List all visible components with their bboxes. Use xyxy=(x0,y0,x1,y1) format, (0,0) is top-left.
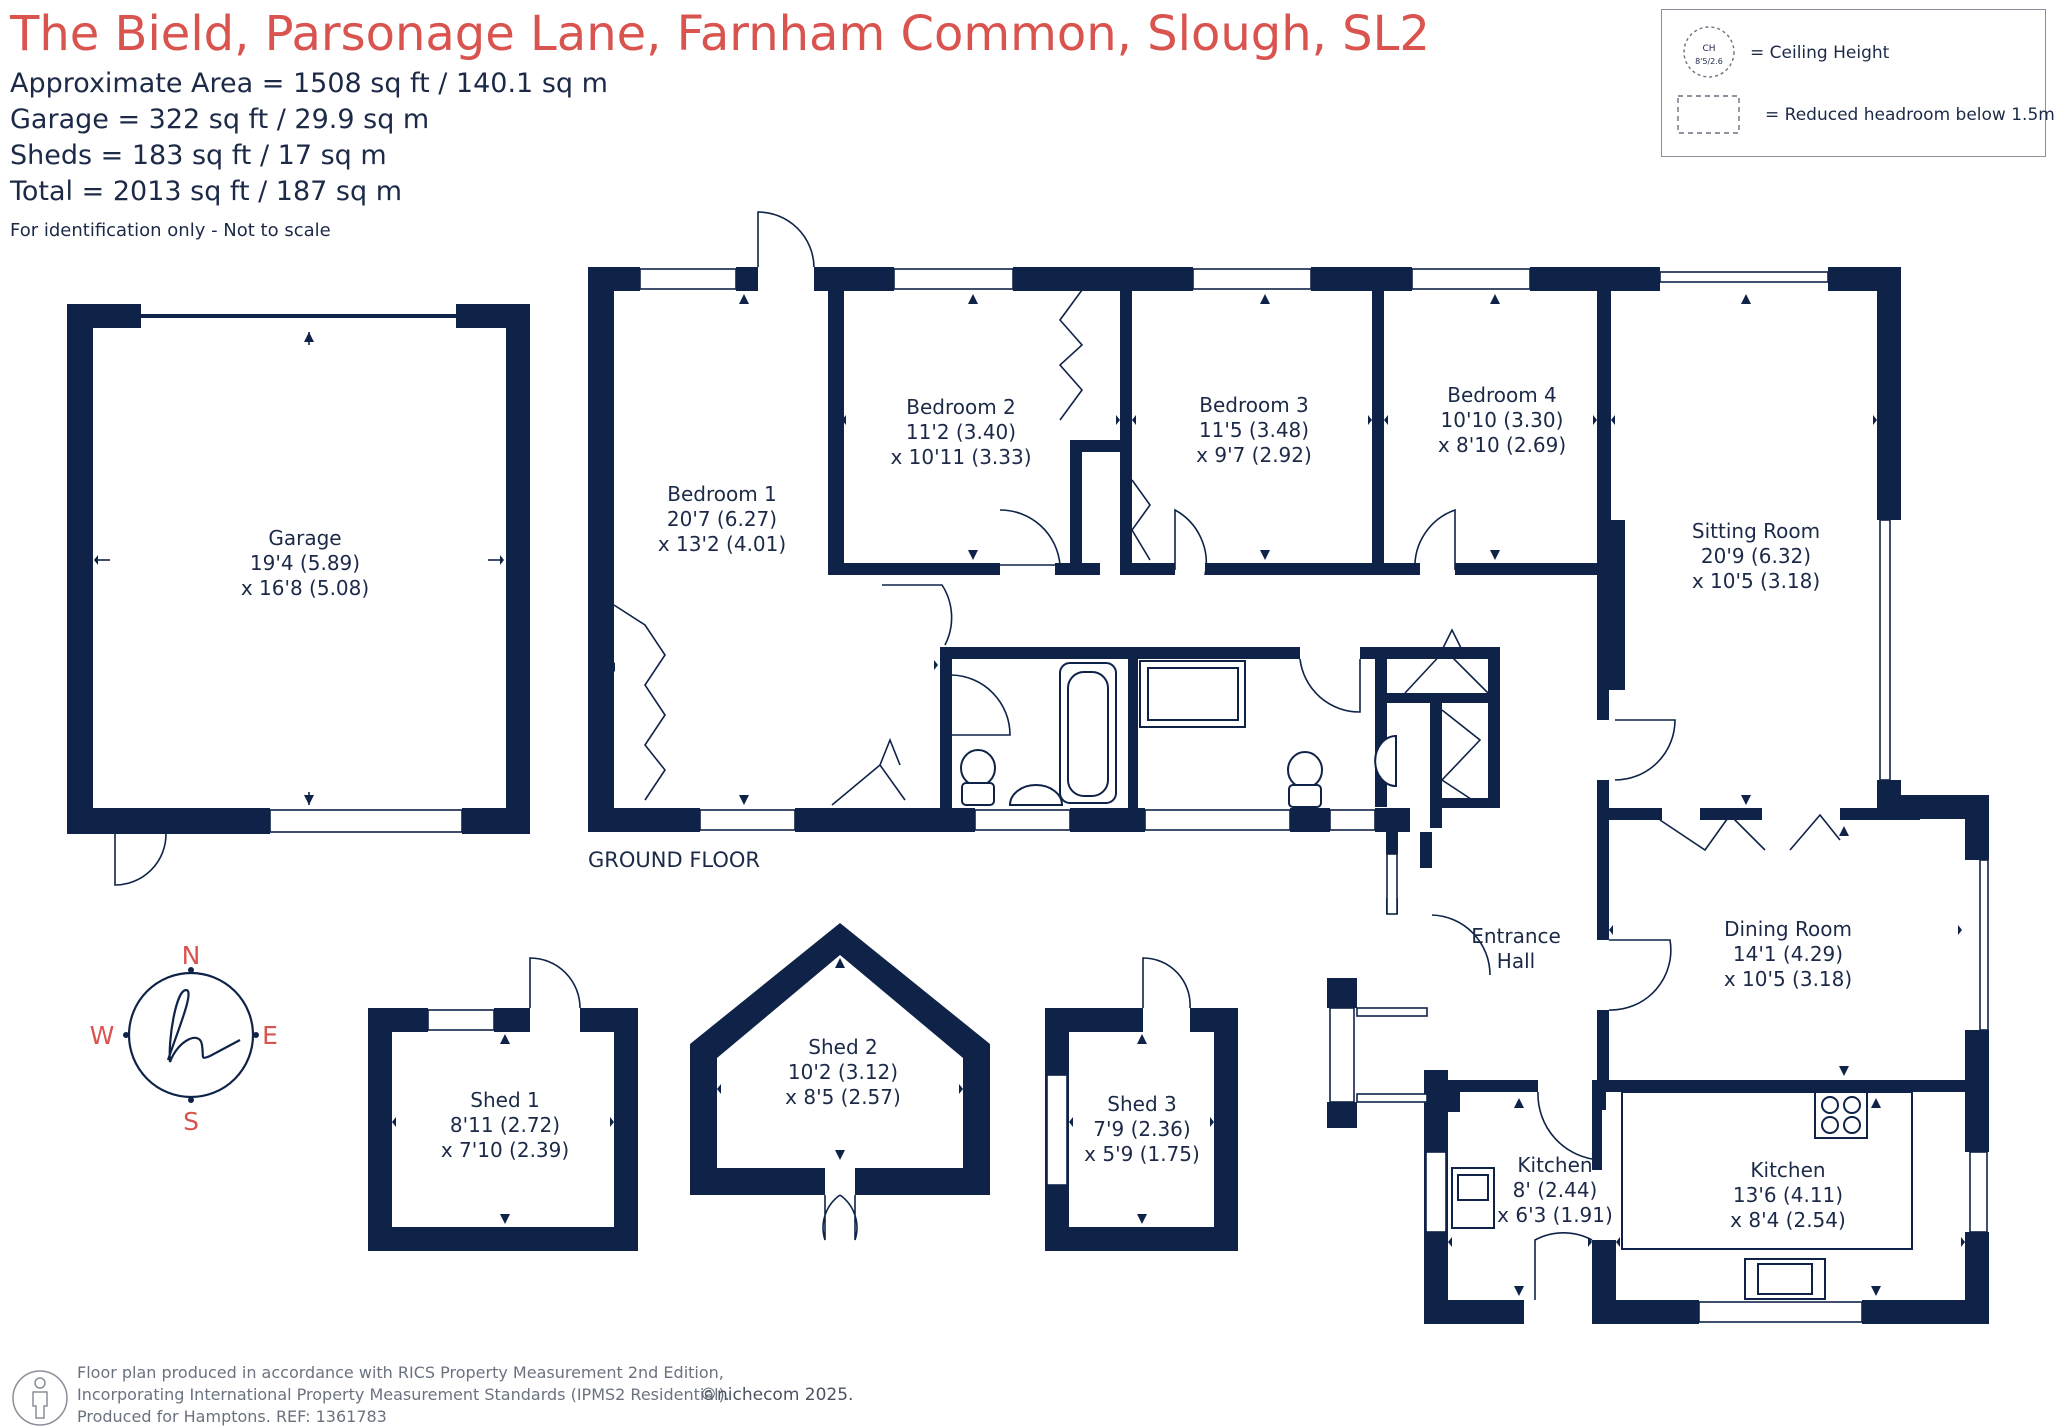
scale-note: For identification only - Not to scale xyxy=(10,220,331,241)
bedroom4-name: Bedroom 4 xyxy=(1447,383,1557,407)
person-icon xyxy=(12,1370,68,1426)
room-label-bedroom3: Bedroom 3 11'5 (3.48) x 9'7 (2.92) xyxy=(1196,393,1312,467)
compass-e: E xyxy=(262,1021,278,1050)
bedroom1-dim-2: x 13'2 (4.01) xyxy=(658,532,786,556)
compass-s: S xyxy=(183,1107,199,1136)
bedroom2-dim-2: x 10'11 (3.33) xyxy=(890,445,1031,469)
shed2-door[interactable] xyxy=(822,1194,858,1241)
shed3-name: Shed 3 xyxy=(1107,1092,1176,1116)
shed3-window xyxy=(1046,1074,1068,1186)
footer-copyright: ©nichecom 2025. xyxy=(700,1385,854,1405)
dimension-arrows xyxy=(94,294,1965,1296)
shed2-dim-1: 10'2 (3.12) xyxy=(788,1060,898,1084)
garage-dim-1: 19'4 (5.89) xyxy=(250,551,360,575)
legend-ceiling-label: = Ceiling Height xyxy=(1750,43,1890,63)
area-line-sheds: Sheds = 183 sq ft / 17 sq m xyxy=(10,140,387,171)
bedroom4-dim-1: 10'10 (3.30) xyxy=(1441,408,1564,432)
sitting-room-name: Sitting Room xyxy=(1692,519,1820,543)
garage-window xyxy=(269,809,463,833)
shed3-dim-1: 7'9 (2.36) xyxy=(1093,1117,1190,1141)
shed2-name: Shed 2 xyxy=(808,1035,877,1059)
dining-room-name: Dining Room xyxy=(1724,917,1852,941)
sitting-room-dim-1: 20'9 (6.32) xyxy=(1701,544,1811,568)
garage-dim-2: x 16'8 (5.08) xyxy=(241,576,369,600)
entrance-hall-line-1: Entrance xyxy=(1471,924,1561,948)
footer-line-2: Incorporating International Property Mea… xyxy=(77,1385,730,1404)
garage-door[interactable] xyxy=(114,833,167,886)
dining-room-dim-2: x 10'5 (3.18) xyxy=(1724,967,1852,991)
footer-line-1: Floor plan produced in accordance with R… xyxy=(77,1363,724,1382)
room-label-entrance-hall: Entrance Hall xyxy=(1471,924,1561,973)
kitchen-main-dim-1: 13'6 (4.11) xyxy=(1733,1183,1843,1207)
ground-floor-label: GROUND FLOOR xyxy=(588,848,760,872)
room-label-bedroom4: Bedroom 4 10'10 (3.30) x 8'10 (2.69) xyxy=(1438,383,1566,457)
ceiling-height-icon: CH 8'5/2.6 xyxy=(1683,26,1735,78)
shed1-dim-2: x 7'10 (2.39) xyxy=(441,1138,569,1162)
area-line-approximate: Approximate Area = 1508 sq ft / 140.1 sq… xyxy=(10,68,608,99)
bedroom1-name: Bedroom 1 xyxy=(667,482,777,506)
footer-line-3: Produced for Hamptons. REF: 1361783 xyxy=(77,1407,387,1426)
bedroom4-dim-2: x 8'10 (2.69) xyxy=(1438,433,1566,457)
kitchen-small-name: Kitchen xyxy=(1517,1153,1592,1177)
sitting-room-dim-2: x 10'5 (3.18) xyxy=(1692,569,1820,593)
garage-name: Garage xyxy=(268,526,341,550)
compass-w: W xyxy=(90,1021,115,1050)
house-windows xyxy=(639,268,1989,1323)
compass-n: N xyxy=(182,941,201,970)
page-title: The Bield, Parsonage Lane, Farnham Commo… xyxy=(10,6,1430,62)
bedroom2-name: Bedroom 2 xyxy=(906,395,1016,419)
kitchen-fixtures xyxy=(1451,1091,1913,1300)
bedroom3-dim-2: x 9'7 (2.92) xyxy=(1196,443,1312,467)
shed1-name: Shed 1 xyxy=(470,1088,539,1112)
shed2-dim-2: x 8'5 (2.57) xyxy=(785,1085,901,1109)
area-line-total: Total = 2013 sq ft / 187 sq m xyxy=(10,176,403,207)
bedroom3-dim-1: 11'5 (3.48) xyxy=(1199,418,1309,442)
house-doors[interactable] xyxy=(757,211,1676,1300)
legend-reduced-label: = Reduced headroom below 1.5m xyxy=(1765,105,2055,125)
bedroom3-name: Bedroom 3 xyxy=(1199,393,1309,417)
kitchen-small-dim-1: 8' (2.44) xyxy=(1513,1178,1598,1202)
bedroom2-dim-1: 11'2 (3.40) xyxy=(906,420,1016,444)
room-label-bedroom1: Bedroom 1 20'7 (6.27) x 13'2 (4.01) xyxy=(658,482,786,556)
bedroom1-dim-1: 20'7 (6.27) xyxy=(667,507,777,531)
kitchen-small-dim-2: x 6'3 (1.91) xyxy=(1497,1203,1613,1227)
hamptons-logo-icon xyxy=(166,988,241,1063)
shed1-window xyxy=(427,1009,495,1031)
compass-ring xyxy=(127,971,255,1099)
bathroom-fixtures xyxy=(960,660,1397,808)
room-label-shed3: Shed 3 7'9 (2.36) x 5'9 (1.75) xyxy=(1084,1092,1200,1166)
room-label-dining-room: Dining Room 14'1 (4.29) x 10'5 (3.18) xyxy=(1724,917,1852,991)
wardrobe-doors xyxy=(613,289,1841,1168)
room-label-bedroom2: Bedroom 2 11'2 (3.40) x 10'11 (3.33) xyxy=(890,395,1031,469)
room-label-kitchen-small: Kitchen 8' (2.44) x 6'3 (1.91) xyxy=(1497,1153,1613,1227)
ceiling-icon-line2: 8'5/2.6 xyxy=(1695,57,1723,66)
shed1-dim-1: 8'11 (2.72) xyxy=(450,1113,560,1137)
shed1-door[interactable] xyxy=(529,957,581,1009)
area-line-garage: Garage = 322 sq ft / 29.9 sq m xyxy=(10,104,430,135)
room-label-garage: Garage 19'4 (5.89) x 16'8 (5.08) xyxy=(241,526,369,600)
kitchen-main-dim-2: x 8'4 (2.54) xyxy=(1730,1208,1846,1232)
shed1-walls xyxy=(368,1008,638,1251)
dining-room-dim-1: 14'1 (4.29) xyxy=(1733,942,1843,966)
reduced-headroom-icon xyxy=(1677,95,1740,134)
ceiling-icon-line1: CH xyxy=(1702,44,1715,54)
room-label-kitchen-main: Kitchen 13'6 (4.11) x 8'4 (2.54) xyxy=(1730,1158,1846,1232)
room-label-shed2: Shed 2 10'2 (3.12) x 8'5 (2.57) xyxy=(785,1035,901,1109)
kitchen-main-name: Kitchen xyxy=(1750,1158,1825,1182)
room-label-shed1: Shed 1 8'11 (2.72) x 7'10 (2.39) xyxy=(441,1088,569,1162)
shed3-dim-2: x 5'9 (1.75) xyxy=(1084,1142,1200,1166)
shed2-walls xyxy=(690,923,990,1195)
room-label-sitting-room: Sitting Room 20'9 (6.32) x 10'5 (3.18) xyxy=(1692,519,1820,593)
entrance-hall-line-2: Hall xyxy=(1497,949,1535,973)
garage-walls xyxy=(67,304,530,834)
shed3-door[interactable] xyxy=(1142,957,1191,1009)
compass: N S W E xyxy=(90,941,278,1136)
